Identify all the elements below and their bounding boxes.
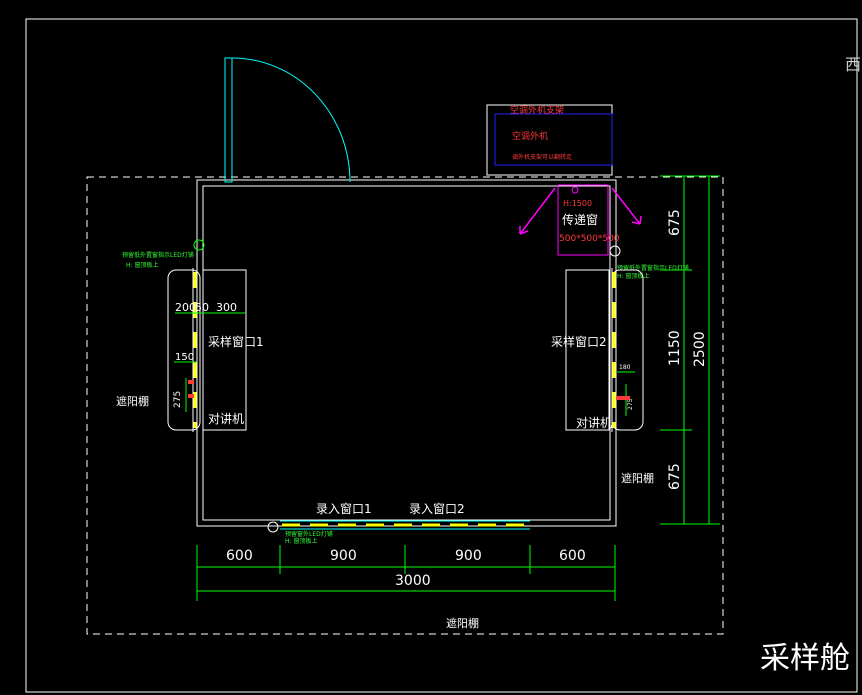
shade-bottom-label: 遮阳棚 xyxy=(446,616,479,630)
pass-window-arrow-right-icon xyxy=(611,187,642,225)
pass-window-box xyxy=(557,184,609,256)
pass-window-height: H:1500 xyxy=(563,199,592,208)
sample-window-1: 200 50 300 采样窗口1 150 275 对讲机 xyxy=(167,268,264,432)
entry-window-2-label: 录入窗口2 xyxy=(409,502,465,516)
dim-left-275: 275 xyxy=(173,391,183,408)
door-leaf xyxy=(224,57,233,183)
left-intercom-marker-icon xyxy=(188,380,194,384)
sample-window-1-counter xyxy=(202,269,247,431)
dim-right-275: 275 xyxy=(627,398,634,410)
dim-right-total: 2500 xyxy=(692,331,708,367)
right-dimensions xyxy=(660,175,720,525)
dim-bottom-900a: 900 xyxy=(330,548,357,564)
shade-left-label: 遮阳棚 xyxy=(116,394,149,408)
sample-window-2-label: 采样窗口2 xyxy=(551,334,607,349)
shade-right-label: 遮阳棚 xyxy=(621,471,654,485)
dim-left-300: 300 xyxy=(216,301,237,314)
dim-bottom-600b: 600 xyxy=(559,548,586,564)
pass-window-arrow-left-icon xyxy=(519,187,556,235)
dim-right-180: 180 xyxy=(619,364,631,371)
led-bottom-line2: H: 窗顶板上 xyxy=(285,537,317,545)
dim-bottom-total: 3000 xyxy=(395,573,431,589)
pass-window: H:1500 传递窗 500*500*500 xyxy=(519,184,642,257)
room-wall-outer xyxy=(196,179,617,527)
sample-window-1-shade xyxy=(167,269,201,431)
dim-left-200: 200 xyxy=(175,301,196,314)
shade-outline xyxy=(86,176,724,635)
door xyxy=(224,57,351,183)
pass-window-marker-icon xyxy=(571,186,579,194)
sample-window-2: 采样窗口2 180 275 对讲机 xyxy=(551,268,644,432)
ac-note: 调外机支架可以翻转走 xyxy=(512,153,572,161)
drawing-frame xyxy=(25,18,858,693)
room-wall-inner xyxy=(202,185,611,521)
dim-right-675b: 675 xyxy=(667,463,683,490)
pass-window-size: 500*500*500 xyxy=(559,234,620,244)
dim-right-1150: 1150 xyxy=(667,330,683,366)
led-right-line1: 预留低外置窗指示LED灯铺 xyxy=(617,264,689,272)
right-led-marker-icon xyxy=(609,245,621,257)
dim-bottom-600a: 600 xyxy=(226,548,253,564)
led-left-line1: 预留低外置窗指示LED灯铺 xyxy=(122,251,194,259)
led-bottom-line1: 预留窗外LED灯铺 xyxy=(285,530,333,538)
dim-left-150: 150 xyxy=(175,352,194,363)
right-intercom-marker-icon xyxy=(616,396,630,400)
ac-unit-group: 空调外机支架 空调外机 调外机支架可以翻转走 xyxy=(486,104,613,176)
door-swing-arc xyxy=(231,57,351,183)
intercom-1-label: 对讲机 xyxy=(208,411,244,426)
ac-bracket-label: 空调外机支架 xyxy=(510,104,564,116)
led-right-line2: H: 窗顶板上 xyxy=(617,272,649,280)
corner-glyph: 西 xyxy=(845,55,861,74)
left-led-marker-icon xyxy=(193,239,205,251)
bottom-dimensions xyxy=(196,545,616,601)
dim-right-675a: 675 xyxy=(667,209,683,236)
entry-window-1-label: 录入窗口1 xyxy=(316,502,372,516)
ac-unit-box xyxy=(494,113,613,166)
bottom-led-marker-icon xyxy=(267,521,279,533)
drawing-title: 采样舱 xyxy=(760,641,850,676)
sample-window-2-counter xyxy=(565,269,610,431)
sample-window-1-label: 采样窗口1 xyxy=(208,334,264,349)
led-left-line2: H: 窗顶板上 xyxy=(126,261,158,269)
pass-window-label: 传递窗 xyxy=(562,212,598,227)
entry-windows: 录入窗口1 录入窗口2 预留窗外LED灯铺 H: 窗顶板上 xyxy=(267,502,530,545)
intercom-2-label: 对讲机 xyxy=(576,415,612,430)
dim-left-50: 50 xyxy=(195,301,209,314)
dim-bottom-900b: 900 xyxy=(455,548,482,564)
ac-unit-label: 空调外机 xyxy=(512,130,548,142)
